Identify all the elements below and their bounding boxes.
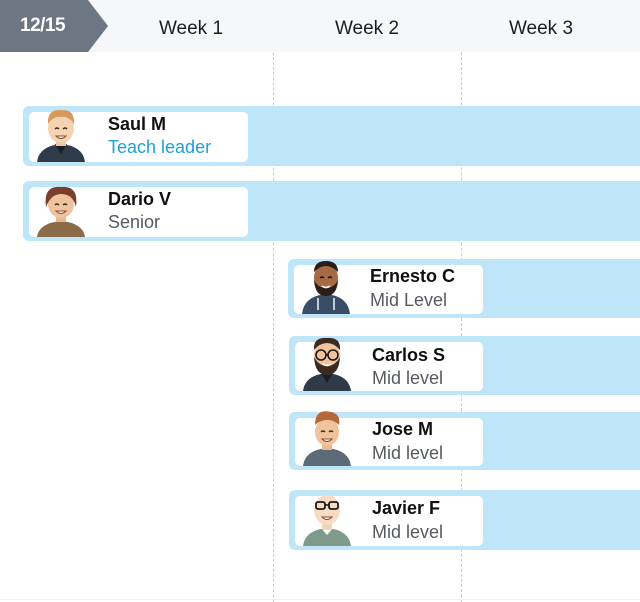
person-card[interactable] <box>295 337 483 391</box>
person-role: Mid Level <box>370 290 448 310</box>
person-beard-hoodie-avatar <box>302 261 350 314</box>
person-card[interactable] <box>294 261 483 314</box>
assignment-bar-jose[interactable]: Jose M Mid level <box>289 411 640 470</box>
person-card[interactable] <box>295 495 483 546</box>
assignment-bar-ernesto[interactable]: Ernesto C Mid Level <box>288 259 640 318</box>
person-name: Jose M <box>372 419 434 439</box>
assignment-bar-saul[interactable]: Saul M Teach leader <box>23 106 640 166</box>
person-name: Ernesto C <box>370 266 456 286</box>
person-role: Teach leader <box>108 137 212 157</box>
week-3-label[interactable]: Week 3 <box>508 18 574 39</box>
person-role: Mid level <box>372 368 444 388</box>
assignment-bar-carlos[interactable]: Carlos S Mid level <box>289 336 640 395</box>
week-divider <box>273 52 274 602</box>
person-card[interactable] <box>29 186 248 237</box>
timeline-header: 12/15 Week 1 Week 2 Week 3 <box>0 0 640 52</box>
person-role: Mid level <box>372 443 444 463</box>
person-role: Mid level <box>372 522 444 542</box>
person-name: Carlos S <box>372 345 446 365</box>
person-ginger-hair-avatar <box>37 109 85 162</box>
person-pompadour-avatar <box>303 411 351 466</box>
person-glasses-beard-avatar <box>303 337 351 391</box>
assignment-bar-dario[interactable]: Dario V Senior <box>23 181 640 241</box>
person-name: Dario V <box>108 189 172 209</box>
person-card[interactable] <box>29 109 248 162</box>
person-card[interactable] <box>295 411 483 466</box>
person-role: Senior <box>108 212 161 232</box>
person-brown-hair-avatar <box>37 186 85 237</box>
person-name: Saul M <box>108 114 167 134</box>
current-date-tag[interactable]: 12/15 <box>0 0 108 52</box>
week-divider <box>461 52 462 602</box>
timeline-bottom-border <box>0 599 640 600</box>
week-2-label[interactable]: Week 2 <box>334 18 400 39</box>
week-1-label[interactable]: Week 1 <box>158 18 224 39</box>
person-bald-glasses-avatar <box>303 495 351 546</box>
person-name: Javier F <box>372 498 441 518</box>
assignment-bar-javier[interactable]: Javier F Mid level <box>289 490 640 550</box>
